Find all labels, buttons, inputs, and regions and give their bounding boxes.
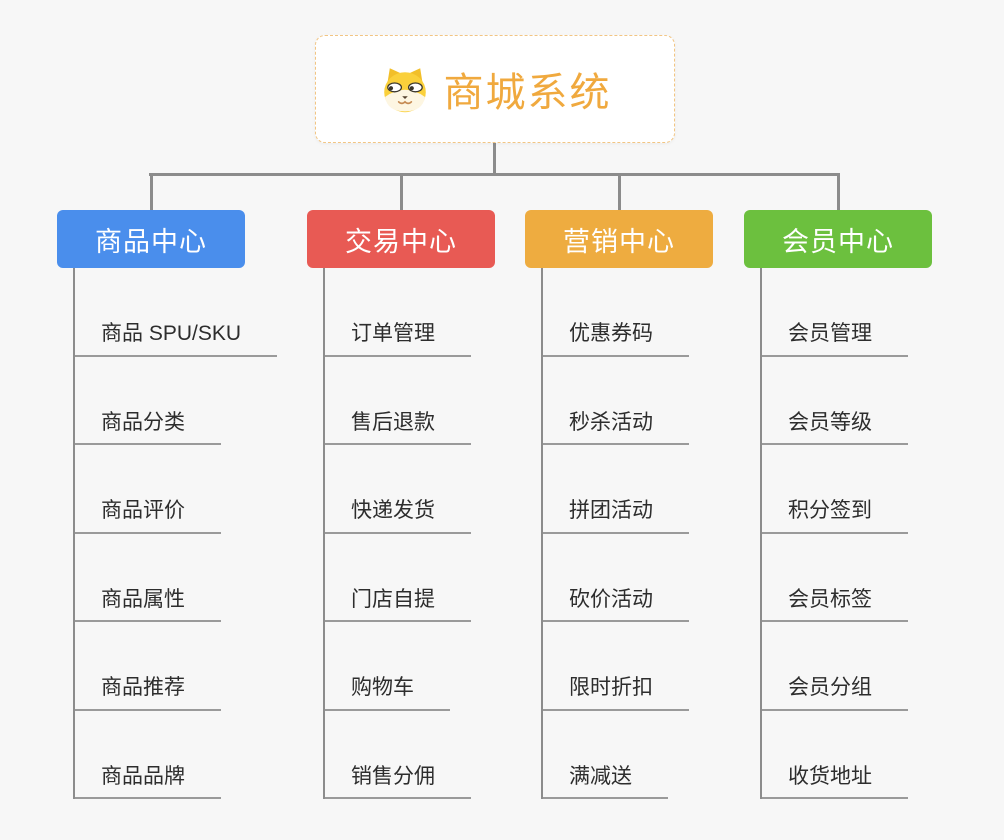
child-topic-label[interactable]: 商品推荐 [75, 675, 221, 711]
child-topic: 门店自提 [325, 534, 555, 622]
child-topic-label[interactable]: 秒杀活动 [543, 410, 689, 445]
child-topic: 限时折扣 [543, 622, 773, 711]
branch-label: 营销中心 [563, 226, 675, 257]
child-topic: 快递发货 [325, 445, 555, 534]
child-topic: 商品属性 [75, 534, 305, 622]
branch-label: 交易中心 [345, 226, 457, 257]
branch-label: 会员中心 [782, 226, 894, 257]
branch-node[interactable]: 营销中心 [525, 210, 713, 268]
child-topic: 商品评价 [75, 445, 305, 534]
child-topic-label[interactable]: 会员标签 [762, 587, 908, 622]
child-topic: 会员等级 [762, 357, 992, 445]
child-topic: 购物车 [325, 622, 555, 711]
child-topic: 商品 SPU/SKU [75, 268, 305, 357]
child-topic: 优惠券码 [543, 268, 773, 357]
branch-node[interactable]: 交易中心 [307, 210, 495, 268]
child-topic: 砍价活动 [543, 534, 773, 622]
shiba-dog-icon [383, 68, 426, 113]
child-topic: 商品推荐 [75, 622, 305, 711]
child-topic-label[interactable]: 满减送 [543, 764, 668, 799]
child-topic-label[interactable]: 会员等级 [762, 410, 908, 445]
connector-drop [617, 175, 621, 211]
child-topic-label[interactable]: 会员分组 [762, 675, 908, 711]
child-topic: 会员标签 [762, 534, 992, 622]
child-topic-label[interactable]: 会员管理 [762, 321, 908, 357]
child-topic-label[interactable]: 订单管理 [325, 321, 471, 357]
child-topic: 拼团活动 [543, 445, 773, 534]
child-topic-label[interactable]: 商品品牌 [75, 764, 221, 799]
connector-drop [399, 175, 403, 211]
branch-node[interactable]: 商品中心 [57, 210, 245, 268]
child-topic-label[interactable]: 售后退款 [325, 410, 471, 445]
connector-root-stub [493, 143, 496, 174]
child-topic: 满减送 [543, 711, 773, 799]
child-topic: 销售分佣 [325, 711, 555, 799]
child-topic: 秒杀活动 [543, 357, 773, 445]
child-topic-label[interactable]: 商品 SPU/SKU [75, 321, 278, 357]
child-topic-label[interactable]: 门店自提 [325, 587, 471, 622]
branch-column: 优惠券码秒杀活动拼团活动砍价活动限时折扣满减送 [541, 268, 773, 799]
child-topic: 收货地址 [762, 711, 992, 799]
child-topic: 商品分类 [75, 357, 305, 445]
branch-label: 商品中心 [95, 226, 207, 257]
child-topic: 积分签到 [762, 445, 992, 534]
root-title: 商城系统 [443, 71, 612, 115]
child-topic-label[interactable]: 快递发货 [325, 498, 471, 534]
child-topic-label[interactable]: 积分签到 [762, 498, 908, 534]
child-topic-label[interactable]: 商品属性 [75, 587, 221, 622]
child-topic-label[interactable]: 商品评价 [75, 498, 221, 534]
child-topic-label[interactable]: 购物车 [325, 675, 450, 711]
child-topic-label[interactable]: 优惠券码 [543, 321, 689, 357]
connector-horizontal [149, 173, 840, 176]
child-topic-label[interactable]: 砍价活动 [543, 587, 689, 622]
child-topic-label[interactable]: 拼团活动 [543, 498, 689, 534]
root-node[interactable]: 商城系统 [315, 35, 675, 143]
child-topic: 订单管理 [325, 268, 555, 357]
branch-column: 商品 SPU/SKU 商品分类商品评价商品属性商品推荐商品品牌 [73, 268, 305, 799]
branch-column: 订单管理售后退款快递发货门店自提购物车销售分佣 [323, 268, 555, 799]
child-topic: 售后退款 [325, 357, 555, 445]
child-topic-label[interactable]: 商品分类 [75, 410, 221, 445]
child-topic-label[interactable]: 销售分佣 [325, 764, 471, 799]
child-topic-label[interactable]: 限时折扣 [543, 675, 689, 711]
child-topic-label[interactable]: 收货地址 [762, 764, 908, 799]
branch-column: 会员管理会员等级积分签到会员标签会员分组收货地址 [760, 268, 992, 799]
branch-node[interactable]: 会员中心 [744, 210, 932, 268]
child-topic: 会员分组 [762, 622, 992, 711]
child-topic: 会员管理 [762, 268, 992, 357]
child-topic: 商品品牌 [75, 711, 305, 799]
connector-drop [149, 175, 153, 211]
connector-drop [836, 175, 840, 211]
